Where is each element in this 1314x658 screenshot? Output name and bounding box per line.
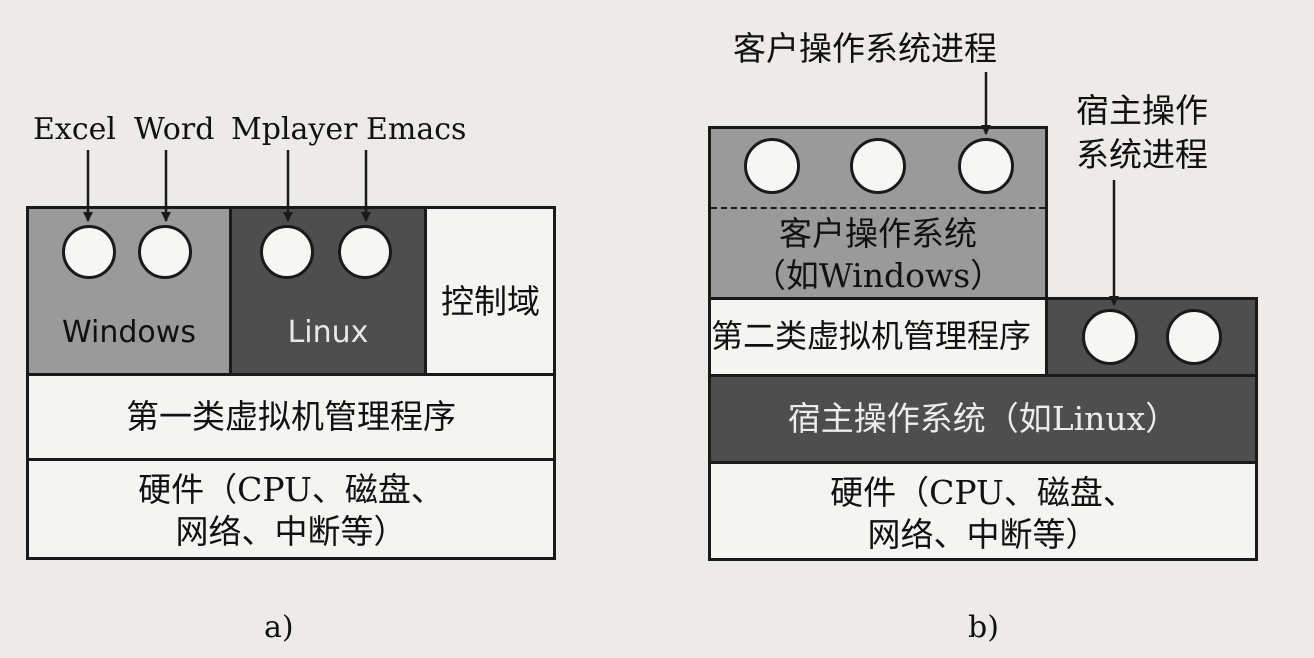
process-word [138, 225, 192, 279]
app-label-mplayer: Mplayer [231, 112, 358, 147]
process-mplayer [260, 225, 314, 279]
host-os-block: 宿主操作系统（如Linux） [708, 374, 1258, 464]
caption-b: b) [968, 610, 999, 645]
hardware-a: 硬件（CPU、磁盘、 网络、中断等） [26, 458, 556, 560]
guest-process-1 [744, 138, 800, 194]
caption-a: a) [264, 610, 294, 645]
process-excel [62, 225, 116, 279]
app-label-excel: Excel [33, 112, 116, 147]
guest-process-3 [958, 138, 1014, 194]
linux-label: Linux [287, 315, 369, 350]
guest-os-line1: 客户操作系统 [779, 214, 977, 253]
host-process-label-line1: 宿主操作 [1076, 91, 1208, 130]
hardware-a-line1: 硬件（CPU、磁盘、 [138, 470, 444, 509]
hypervisor-type2-label: 第二类虚拟机管理程序 [711, 317, 1032, 355]
guest-os-line2: （如Windows） [752, 256, 1004, 295]
hardware-b: 硬件（CPU、磁盘、 网络、中断等） [708, 461, 1258, 561]
app-label-word: Word [134, 112, 215, 147]
host-process-label-line2: 系统进程 [1076, 135, 1208, 174]
process-emacs [338, 225, 392, 279]
host-process-1 [1082, 309, 1138, 365]
guest-process-2 [850, 138, 906, 194]
windows-domain: Windows [26, 206, 232, 376]
hardware-b-line1: 硬件（CPU、磁盘、 [830, 473, 1136, 512]
hardware-a-line2: 网络、中断等） [175, 512, 407, 551]
hardware-b-line2: 网络、中断等） [867, 515, 1099, 554]
app-label-emacs: Emacs [366, 112, 467, 147]
windows-label: Windows [62, 315, 196, 350]
hypervisor-type1: 第一类虚拟机管理程序 [26, 373, 556, 461]
host-process-2 [1166, 309, 1222, 365]
guest-os-divider [711, 207, 1045, 209]
control-domain-label: 控制域 [441, 282, 540, 321]
guest-process-label: 客户操作系统进程 [733, 29, 997, 68]
